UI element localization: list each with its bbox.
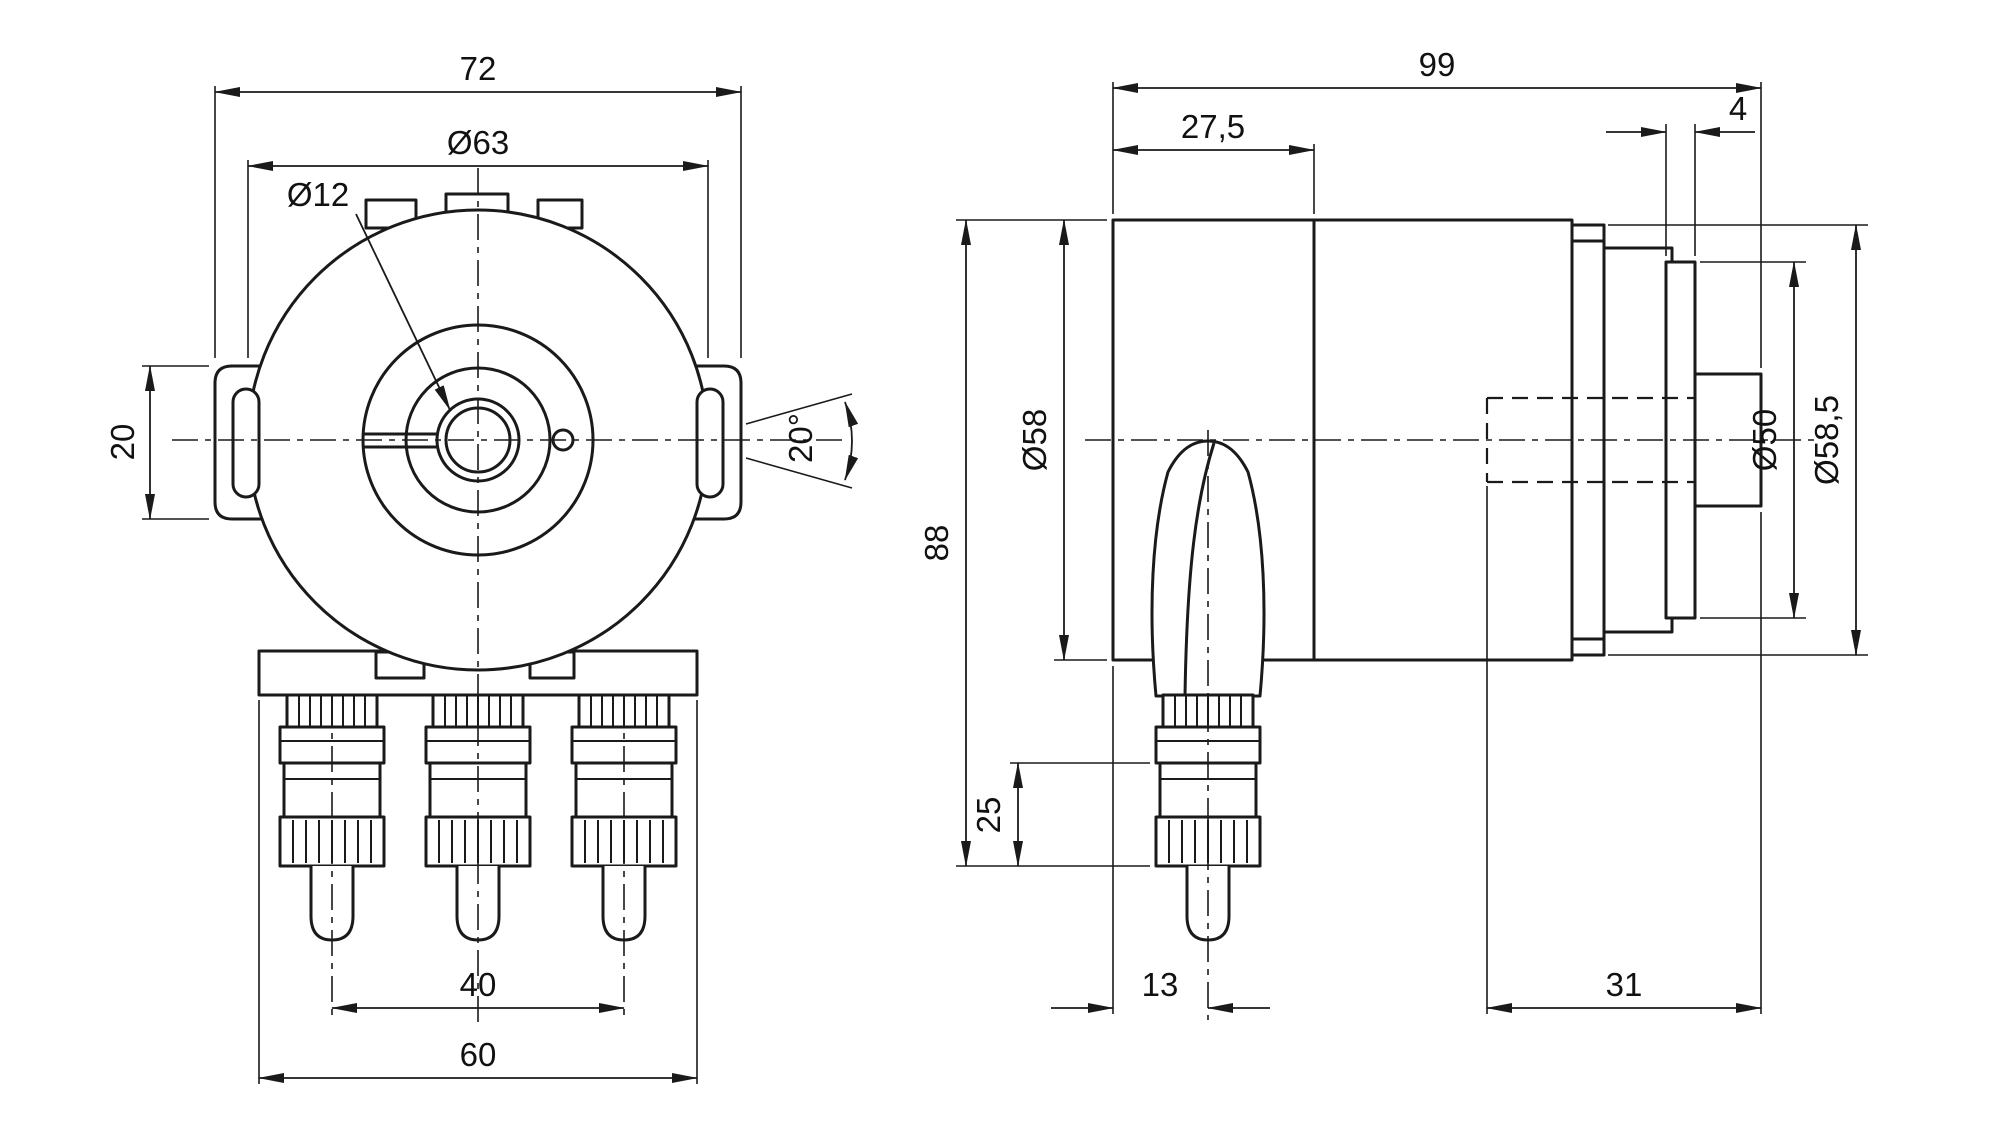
dim-shaft-depth: 31 (1486, 486, 1762, 1014)
dim-label-d12: Ø12 (287, 176, 349, 213)
dim-overall-width: 72 (214, 50, 742, 358)
dim-rear-diameter: Ø58,5 (1608, 224, 1868, 656)
dim-side-body-diameter: Ø58 (1016, 219, 1107, 661)
dim-gland-section: 25 (970, 762, 1150, 867)
rear-flange-tab (1570, 223, 1606, 243)
dim-label-31: 31 (1606, 966, 1643, 1003)
dim-label-40: 40 (460, 966, 497, 1003)
dim-base-width: 60 (258, 700, 698, 1084)
dim-label-27-5: 27,5 (1181, 108, 1245, 145)
dim-overall-height: 88 (918, 219, 1150, 867)
dim-gland-spacing: 40 (331, 966, 625, 1013)
mounting-slot-right (695, 387, 725, 499)
dim-cable-offset: 13 (1051, 666, 1270, 1014)
dim-slot-angle: 20° (745, 393, 859, 489)
dim-shaft-diameter: Ø12 (287, 176, 451, 411)
dim-label-d50: Ø50 (1746, 409, 1783, 471)
dim-label-d58-5: Ø58,5 (1808, 395, 1845, 485)
dim-label-20deg: 20° (782, 413, 819, 463)
dim-slot-length: 20 (104, 365, 209, 520)
dim-label-60: 60 (460, 1036, 497, 1073)
front-view (172, 168, 846, 1022)
dim-label-72: 72 (460, 50, 497, 87)
dim-front-section: 27,5 (1112, 108, 1315, 214)
dim-label-4: 4 (1729, 90, 1747, 127)
rear-flange-tab (1570, 637, 1606, 657)
dim-clamp-ring: 4 (1606, 90, 1755, 256)
dim-label-d63: Ø63 (447, 124, 509, 161)
dim-label-25: 25 (970, 797, 1007, 834)
dim-label-88: 88 (918, 525, 955, 562)
mounting-slot-left (231, 387, 261, 499)
side-view (1085, 218, 1815, 1020)
dim-label-d58: Ø58 (1016, 409, 1053, 471)
dim-body-diameter: Ø63 (247, 124, 709, 358)
dim-label-13: 13 (1142, 966, 1179, 1003)
dim-collar-diameter: Ø50 (1700, 261, 1806, 619)
dim-label-20: 20 (104, 424, 141, 461)
dim-label-99: 99 (1419, 46, 1456, 83)
